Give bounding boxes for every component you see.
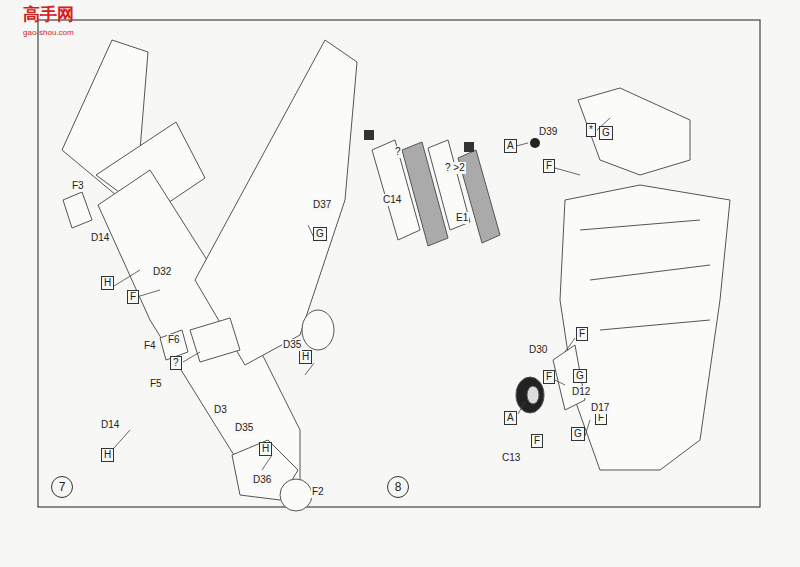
color-code-box: H	[101, 276, 114, 290]
part-number: D30	[528, 344, 548, 356]
color-code: F	[130, 291, 136, 302]
color-code: H	[302, 351, 309, 362]
color-code: F	[579, 328, 585, 339]
color-code: G	[602, 127, 610, 138]
color-code-box: F	[543, 370, 555, 384]
color-code: F	[546, 371, 552, 382]
part-number: F2	[311, 486, 325, 498]
part-number: F5	[149, 378, 163, 390]
part-number: D32	[152, 266, 172, 278]
color-code: G	[576, 370, 584, 381]
part-number: D36	[252, 474, 272, 486]
color-code: G	[316, 228, 324, 239]
step-number-text: 8	[395, 480, 402, 494]
color-code-box: *	[586, 123, 596, 137]
part-number: D35	[282, 339, 302, 351]
color-code: F	[546, 160, 552, 171]
color-code-box: H	[299, 350, 312, 364]
part-number: D12	[571, 386, 591, 398]
part-number: C14	[382, 194, 402, 206]
step-number: 8	[387, 476, 409, 498]
part-number: D35	[234, 422, 254, 434]
color-code: ?	[173, 357, 179, 368]
part-number: D14	[100, 419, 120, 431]
part-number: D3	[213, 404, 228, 416]
color-code-box: F	[576, 327, 588, 341]
step-number: 7	[51, 476, 73, 498]
color-code-box: G	[571, 427, 585, 441]
step-number-text: 7	[59, 480, 66, 494]
part-number: D37	[312, 199, 332, 211]
color-code-box: H	[259, 442, 272, 456]
part-number: ?	[394, 146, 402, 158]
part-number: E1	[455, 212, 469, 224]
part-number: F6	[167, 334, 181, 346]
part-number: D17	[590, 402, 610, 414]
color-code: A	[507, 140, 514, 151]
watermark: gao-shou.com	[22, 28, 75, 37]
part-number: D14	[90, 232, 110, 244]
color-code: H	[104, 277, 111, 288]
color-code-box: F	[127, 290, 139, 304]
color-code: F	[534, 435, 540, 446]
color-code-box: G	[313, 227, 327, 241]
color-code: *	[589, 124, 593, 135]
color-code-box: ?	[170, 356, 182, 370]
part-number: D39	[538, 126, 558, 138]
color-code: H	[104, 449, 111, 460]
color-code-box: F	[543, 159, 555, 173]
part-number: F3	[71, 180, 85, 192]
color-code-box: A	[504, 139, 517, 153]
color-code-box: F	[531, 434, 543, 448]
part-number: ? >2	[444, 162, 466, 174]
part-number: F4	[143, 340, 157, 352]
color-code-box: H	[101, 448, 114, 462]
color-code-box: G	[599, 126, 613, 140]
watermark: 高手网	[22, 5, 75, 24]
color-code: A	[507, 412, 514, 423]
part-number: C13	[501, 452, 521, 464]
color-code: H	[262, 443, 269, 454]
color-code: G	[574, 428, 582, 439]
color-code-box: G	[573, 369, 587, 383]
color-code-box: A	[504, 411, 517, 425]
